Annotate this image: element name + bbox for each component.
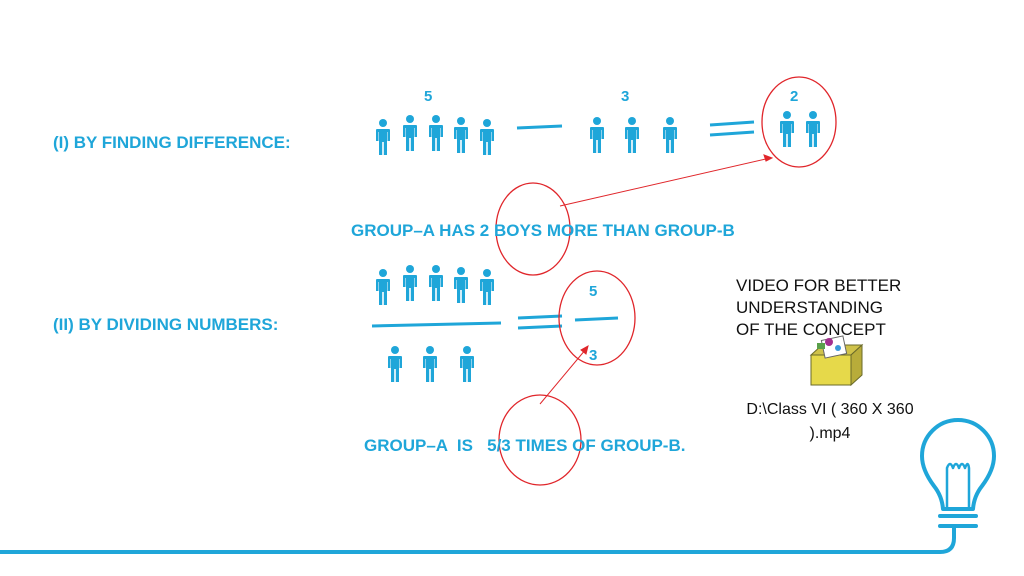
highlight-circle-difference [761, 76, 837, 168]
arrow-to-fraction [539, 344, 589, 405]
highlight-circle-5-3 [498, 394, 582, 486]
group-b-people-row2 [388, 346, 474, 382]
person-icon [403, 265, 417, 301]
person-icon [625, 117, 639, 153]
difference-people [780, 111, 820, 147]
video-file-icon[interactable] [809, 335, 864, 387]
fraction-denominator: 3 [589, 347, 598, 364]
person-icon [454, 117, 468, 153]
lightbulb-icon [0, 418, 996, 554]
group-a-people-row1 [376, 115, 494, 155]
minus-sign [516, 124, 563, 130]
person-icon [663, 117, 677, 153]
group-b-people-row1 [590, 117, 677, 153]
person-icon [480, 269, 494, 305]
section1-heading: (I) BY FINDING DIFFERENCE: [53, 133, 291, 152]
section2-heading: (II) BY DIVIDING NUMBERS: [53, 315, 279, 334]
arrow-to-difference [559, 154, 774, 207]
person-icon [376, 119, 390, 155]
person-icon [780, 111, 794, 147]
person-icon [480, 119, 494, 155]
video-caption: VIDEO FOR BETTER UNDERSTANDING OF THE CO… [736, 276, 902, 339]
person-icon [376, 269, 390, 305]
result-fraction-bar [574, 316, 619, 322]
difference-count: 2 [790, 88, 799, 105]
group-a-people-row2 [376, 265, 494, 305]
person-icon [806, 111, 820, 147]
section2-statement: GROUP–A IS 5/3 TIMES OF GROUP-B. [364, 436, 686, 455]
equals-sign-2 [517, 314, 563, 330]
person-icon [460, 346, 474, 382]
fraction-numerator: 5 [589, 283, 598, 300]
person-icon [403, 115, 417, 151]
equals-sign [709, 120, 755, 137]
person-icon [590, 117, 604, 153]
fraction-bar [371, 321, 502, 328]
section1-statement: GROUP–A HAS 2 BOYS MORE THAN GROUP-B [351, 221, 735, 240]
person-icon [429, 115, 443, 151]
person-icon [454, 267, 468, 303]
group-a-count: 5 [424, 88, 433, 105]
highlight-circle-fraction [558, 270, 636, 366]
person-icon [429, 265, 443, 301]
highlight-circle-2-boys [495, 182, 571, 276]
group-b-count: 3 [621, 88, 630, 105]
person-icon [388, 346, 402, 382]
video-file-name[interactable]: D:\Class VI ( 360 X 360 ).mp4 [746, 401, 914, 442]
person-icon [423, 346, 437, 382]
